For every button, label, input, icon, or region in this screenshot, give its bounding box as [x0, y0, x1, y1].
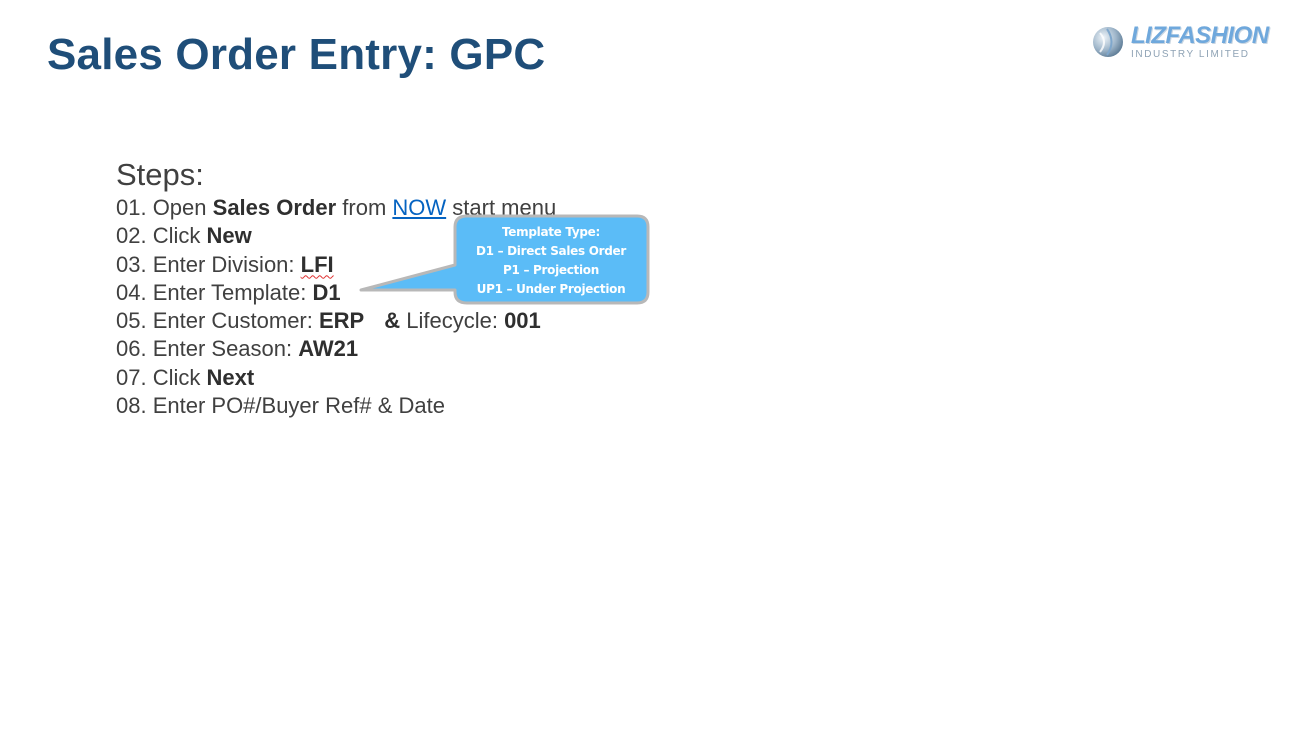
- step-2: 02. Click New: [116, 223, 252, 249]
- slide-title: Sales Order Entry: GPC: [47, 30, 546, 79]
- step-4: 04. Enter Template: D1: [116, 279, 341, 305]
- company-logo: LIZFASHION INDUSTRY LIMITED: [1090, 22, 1280, 64]
- callout-line: D1 – Direct Sales Order: [475, 244, 626, 258]
- template-type-callout: Template Type: D1 – Direct Sales Order P…: [455, 223, 647, 299]
- step-1: 01. Open Sales Order from NOW start menu: [116, 195, 557, 220]
- callout-line: Template Type:: [502, 225, 600, 239]
- logo-subtext: INDUSTRY LIMITED: [1131, 49, 1250, 60]
- step-7: 07. Click Next: [116, 364, 255, 390]
- step-3: 03. Enter Division: LFI: [116, 251, 334, 277]
- logo-globe-icon: [1093, 27, 1123, 57]
- step-5: 05. Enter Customer: ERP& Lifecycle: 001: [116, 308, 541, 334]
- callout-line: P1 – Projection: [503, 263, 599, 277]
- steps-heading: Steps:: [116, 157, 204, 192]
- spellcheck-word: LFI: [300, 251, 334, 277]
- step-8: 08. Enter PO#/Buyer Ref# & Date: [116, 393, 445, 419]
- logo-text: LIZFASHION: [1131, 22, 1269, 49]
- now-link[interactable]: NOW: [392, 195, 447, 220]
- step-6: 06. Enter Season: AW21: [116, 336, 359, 362]
- callout-line: UP1 – Under Projection: [476, 282, 626, 296]
